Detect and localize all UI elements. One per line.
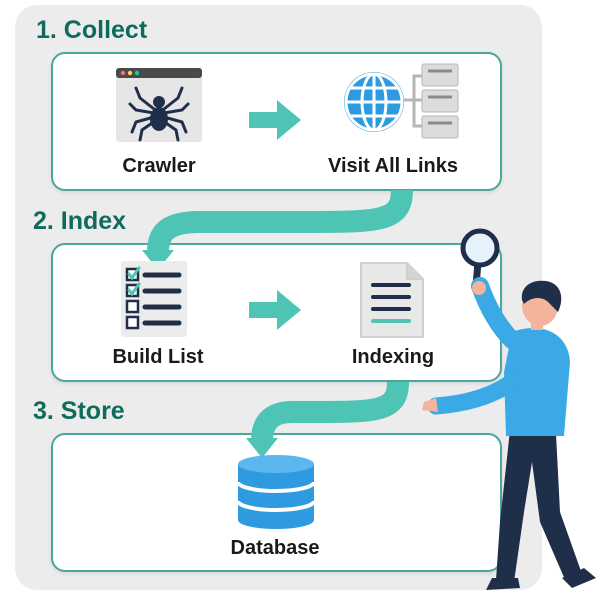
person-illustration (422, 228, 596, 590)
section-title-collect: 1. Collect (36, 16, 148, 44)
database-icon (236, 455, 316, 529)
connector-arrowhead-2 (246, 438, 278, 458)
step-label-indexing: Indexing (351, 346, 435, 368)
right-arrow-icon (249, 290, 301, 330)
globe-icon (344, 63, 459, 139)
step-label-build-list: Build List (112, 346, 204, 368)
right-arrow-icon (249, 100, 301, 140)
checklist-icon (121, 261, 187, 337)
server-icon (421, 63, 459, 139)
spider-icon (116, 68, 202, 142)
section-title-index: 2. Index (33, 207, 127, 235)
connector-collect-to-index (147, 189, 413, 253)
step-label-crawler: Crawler (122, 155, 196, 177)
connector-arrowhead-1 (142, 250, 174, 270)
step-label-database: Database (230, 537, 320, 559)
connector-index-to-store (251, 381, 409, 441)
section-title-store: 3. Store (33, 397, 125, 425)
magnifier-icon (460, 228, 500, 290)
step-label-visit-all-links: Visit All Links (327, 155, 459, 177)
document-icon (360, 262, 424, 338)
